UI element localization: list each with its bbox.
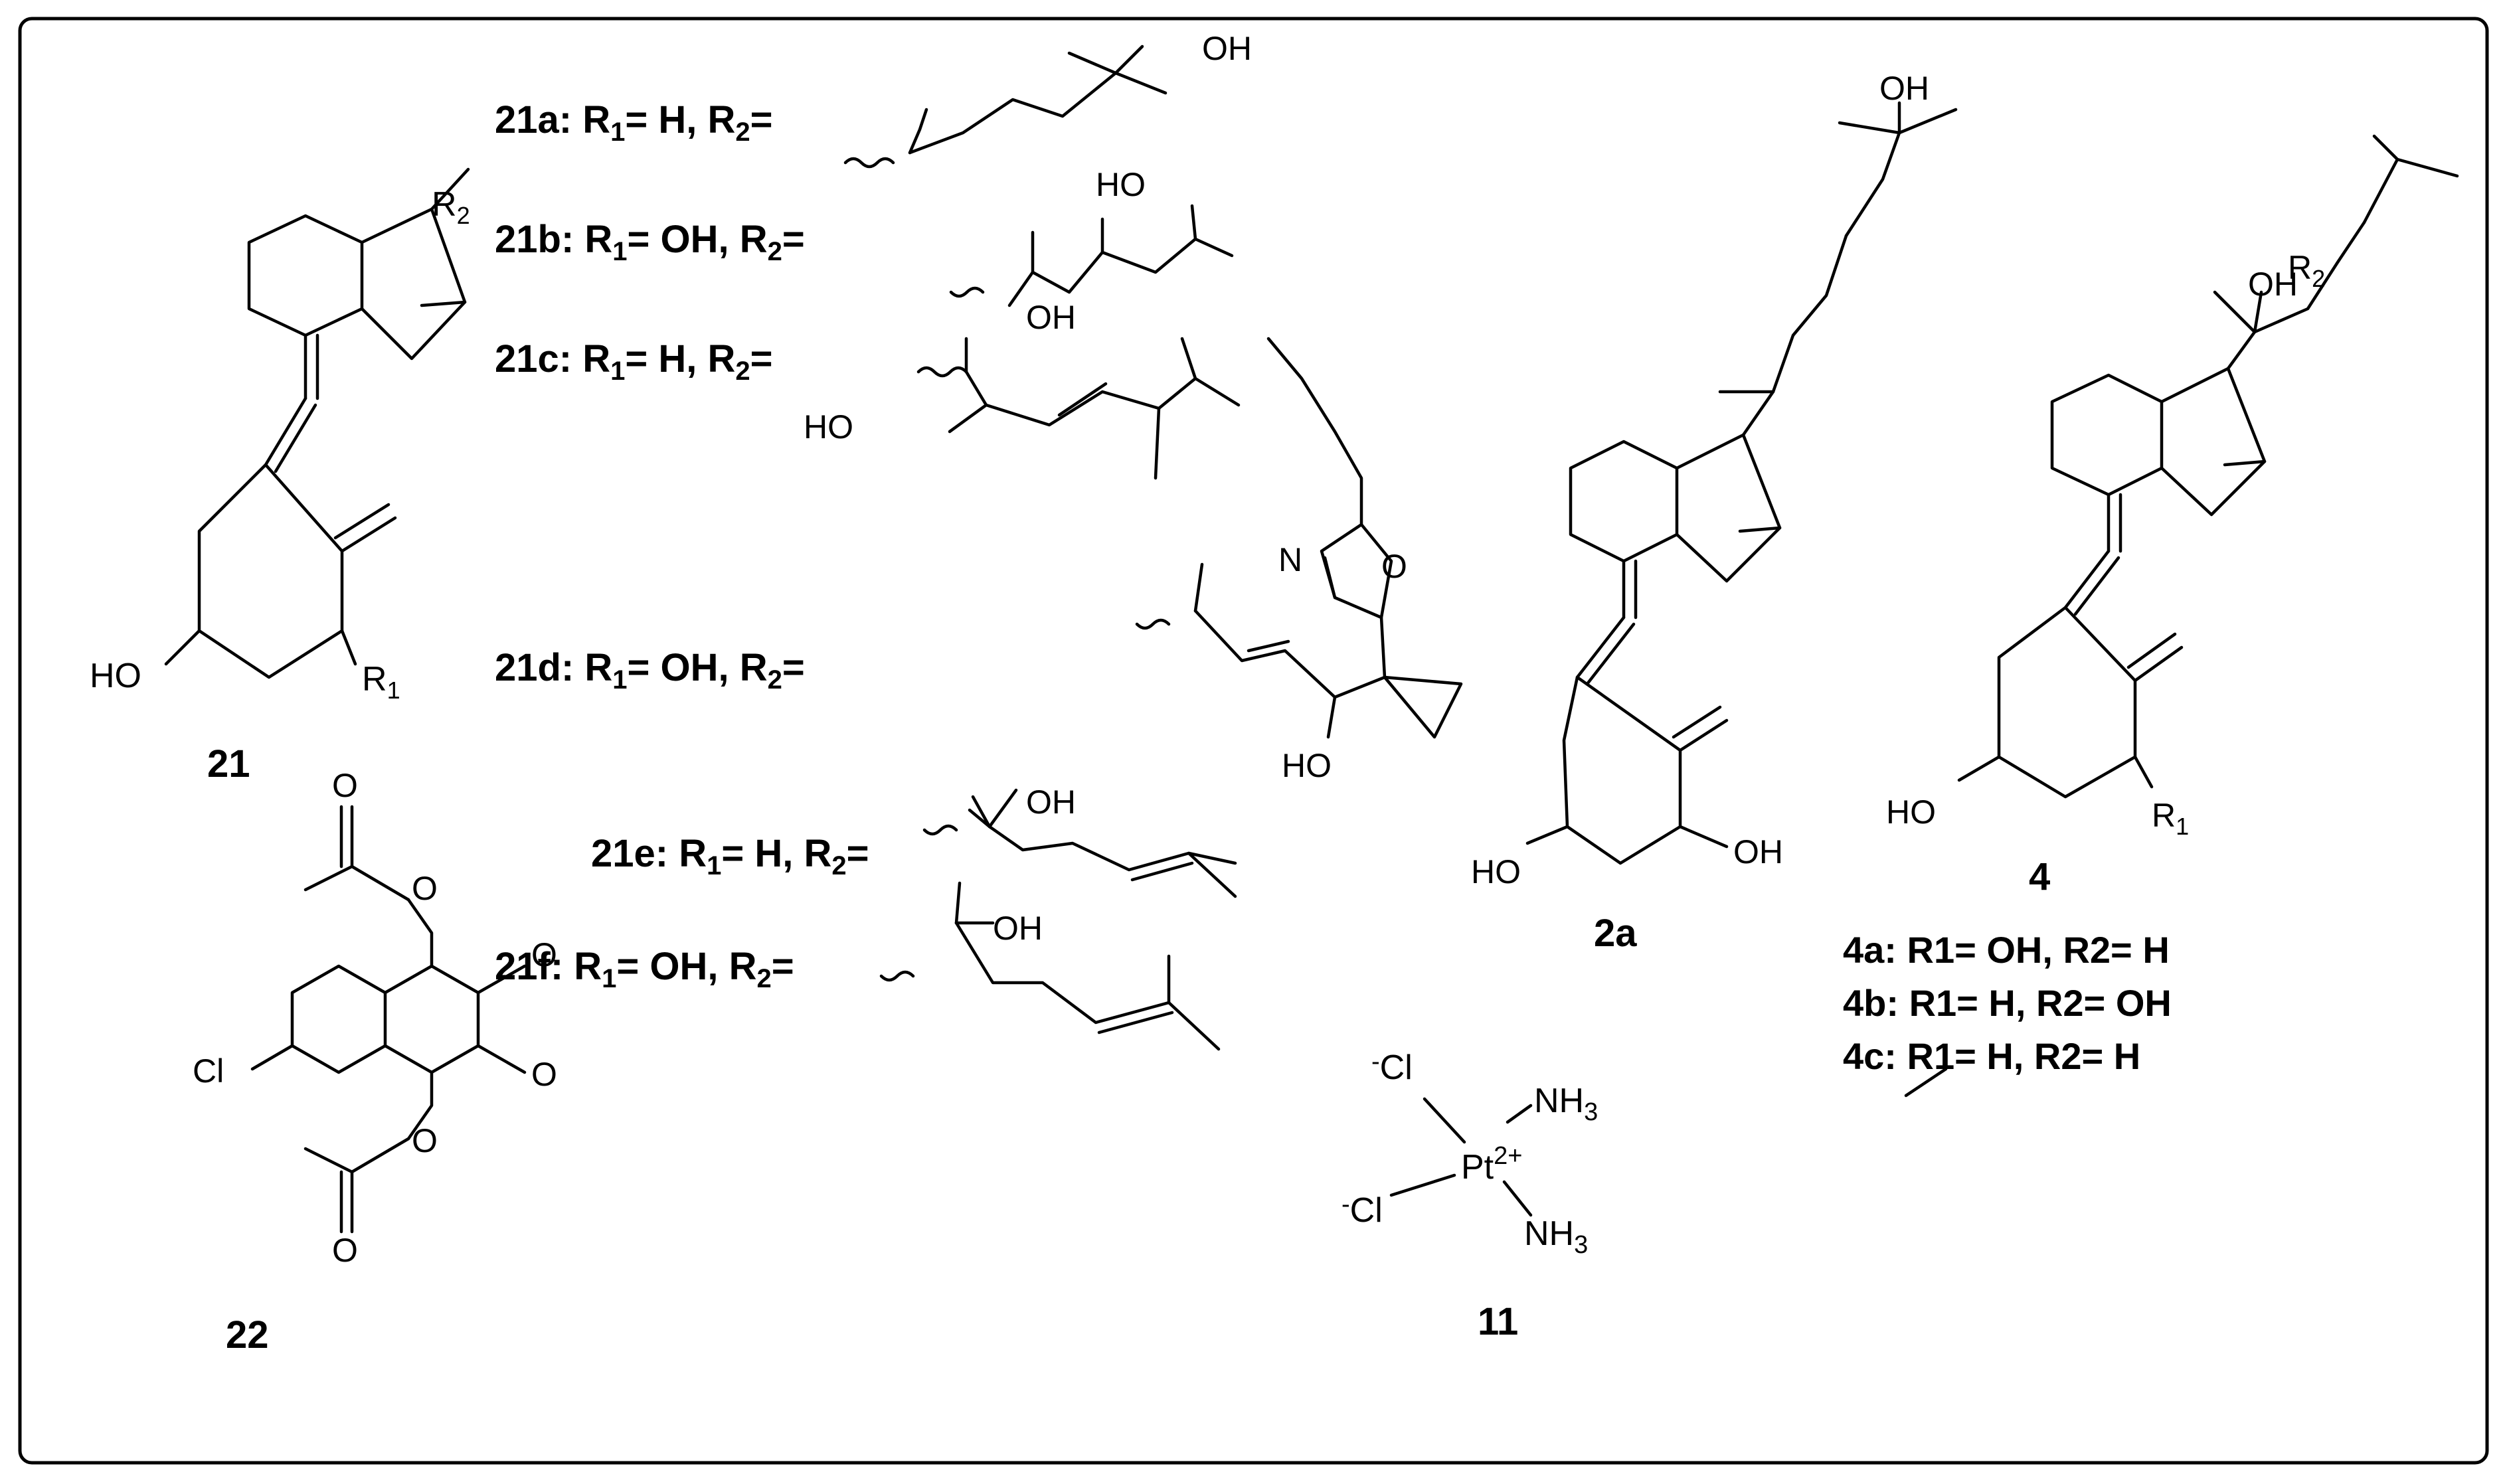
sc21f-oh: OH: [993, 910, 1043, 947]
sc21a-oh: OH: [1202, 30, 1252, 67]
figure-frame: [18, 17, 2489, 1465]
c22-number: 22: [226, 1313, 269, 1357]
sc21c-ho: HO: [804, 408, 853, 446]
sidechain-21e: OH: [922, 783, 1237, 898]
sidechain-21b: HO OH: [949, 166, 1234, 336]
compound-4: R2 OH HO R1 4 4a: R1= OH, R2= H 4b: R1= …: [1843, 134, 2459, 1098]
c22-cl: Cl: [193, 1052, 224, 1090]
sc21d-o: O: [1381, 548, 1407, 585]
sidechain-21c: HO: [804, 337, 1241, 480]
c11-number: 11: [1478, 1300, 1518, 1343]
c11-cl-bottom: -Cl: [1341, 1191, 1383, 1230]
sidechain-21d: N O HO: [1135, 337, 1463, 784]
c2a-ho: HO: [1471, 853, 1521, 890]
sc21d-n: N: [1278, 541, 1302, 578]
c2a-oh-top: OH: [1879, 70, 1929, 107]
c11-nh3-bottom: NH3: [1524, 1214, 1588, 1259]
c2a-number: 2a: [1594, 912, 1637, 955]
variant-4c-label: 4c: R1= H, R2= H: [1843, 1035, 2140, 1077]
variant-21f-label: 21f: R1= OH, R2=: [495, 945, 794, 993]
variant-4b-label: 4b: R1= H, R2= OH: [1843, 982, 2172, 1024]
sc21e-oh: OH: [1026, 783, 1076, 821]
c4-oh-label: OH: [2248, 266, 2298, 303]
c4-r2-label: R2: [2288, 249, 2325, 292]
variant-4a-label: 4a: R1= OH, R2= H: [1843, 929, 2170, 971]
compound-11: -Cl NH3 Pt2+ -Cl NH3 11: [1341, 1048, 1598, 1343]
c21-r1-label: R1: [362, 660, 400, 704]
c4-r1-label: R1: [2152, 797, 2189, 840]
sc21d-ho: HO: [1282, 747, 1332, 784]
c4-number: 4: [2029, 855, 2050, 898]
sidechain-21f: OH: [879, 881, 1221, 1051]
c11-cl-top: -Cl: [1371, 1048, 1413, 1087]
sidechain-21a: OH: [843, 30, 1252, 169]
c22-o-1: O: [332, 767, 358, 804]
c2a-oh: OH: [1733, 833, 1783, 870]
c21-r2-label: R2: [432, 185, 470, 229]
sc21b-ho: HO: [1096, 166, 1146, 203]
c11-nh3-top: NH3: [1534, 1082, 1598, 1126]
variant-labels-21: 21a: R1= H, R2= 21b: R1= OH, R2= 21c: R1…: [495, 98, 869, 993]
variant-21c-label: 21c: R1= H, R2=: [495, 337, 773, 386]
variant-21e-label: 21e: R1= H, R2=: [591, 832, 869, 880]
compound-21: HO R1 R2 21: [90, 167, 470, 785]
c22-o-5: O: [412, 1122, 438, 1159]
c22-o-4: O: [531, 1056, 557, 1093]
variant-21b-label: 21b: R1= OH, R2=: [495, 218, 805, 266]
c21-ho-label: HO: [90, 657, 141, 695]
variant-21d-label: 21d: R1= OH, R2=: [495, 646, 805, 695]
variant-21a-label: 21a: R1= H, R2=: [495, 98, 773, 147]
c4-ho-label: HO: [1886, 793, 1936, 831]
compound-2a: OH HO OH 2a: [1471, 70, 1958, 955]
c22-o-6: O: [332, 1232, 358, 1269]
c11-pt: Pt2+: [1461, 1142, 1522, 1187]
c21-number: 21: [207, 742, 250, 785]
sc21b-oh: OH: [1026, 299, 1076, 336]
c22-o-2: O: [412, 870, 438, 907]
c22-o-3: O: [531, 936, 557, 973]
compound-22: O O O O O O Cl 22: [193, 767, 557, 1357]
